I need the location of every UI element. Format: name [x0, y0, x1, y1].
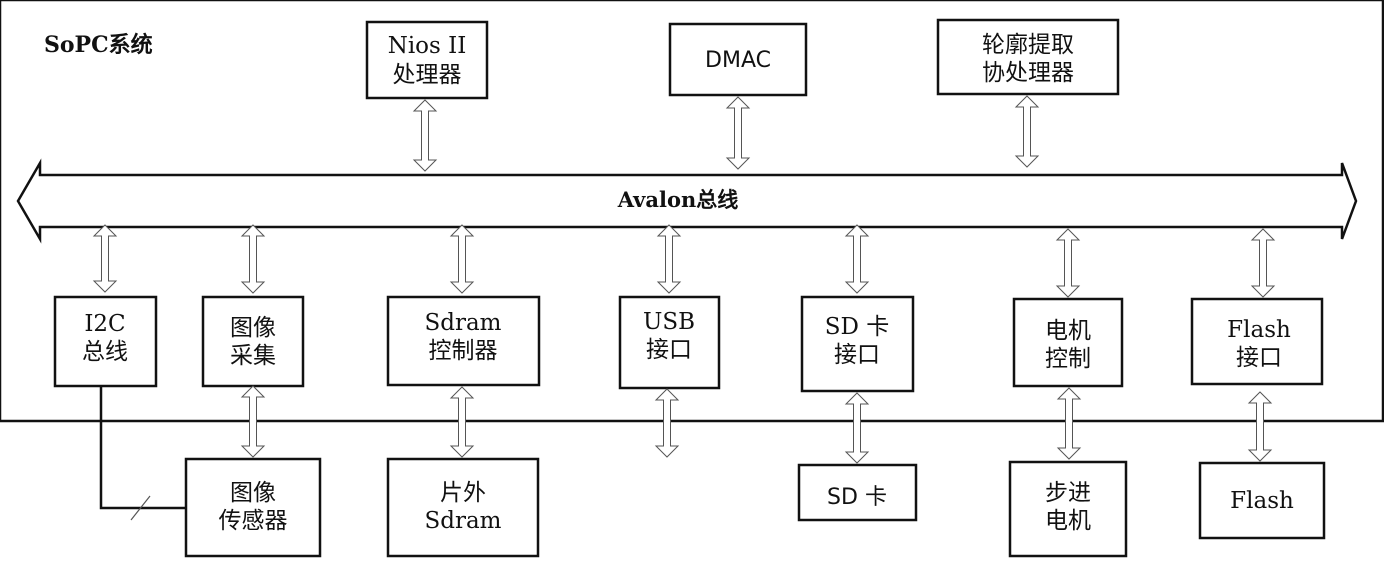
contour-line-1: 轮廓提取	[982, 32, 1074, 58]
nios-processor-block: Nios II 处理器	[365, 20, 489, 100]
arrow-bus-i2c	[92, 224, 118, 293]
arrow-bus-sd-if	[844, 224, 870, 294]
motor-control-block: 电机 控制	[1012, 297, 1124, 388]
external-sdram-block: 片外 Sdram	[386, 457, 540, 558]
dmac-block: DMAC	[668, 22, 808, 97]
sd-if-line-1: SD 卡	[825, 314, 890, 340]
arrow-bus-motor-ctrl	[1055, 228, 1081, 298]
stepper-line-2: 电机	[1045, 508, 1091, 534]
flash-if-line-1: Flash	[1227, 317, 1291, 343]
arrow-sdif-sdcard	[844, 392, 870, 464]
stepper-line-1: 步进	[1045, 480, 1091, 506]
sd-card-line-1: SD 卡	[827, 485, 887, 510]
i2c-sensor-wire	[99, 386, 186, 510]
sopc-system-boundary	[0, 0, 1384, 423]
ext-sdram-line-2: Sdram	[425, 508, 502, 534]
nios-line-1: Nios II	[388, 33, 467, 59]
arrow-capture-sensor	[240, 385, 266, 458]
arrow-dmac-bus	[725, 96, 751, 170]
arrow-usb-external	[654, 388, 680, 458]
sd-if-line-2: 接口	[834, 342, 880, 368]
i2c-wire-bus-slash	[130, 495, 151, 521]
arrow-bus-flash-if	[1250, 228, 1276, 298]
usb-interface-block: USB 接口	[618, 295, 721, 390]
arrow-flashif-flash	[1247, 391, 1273, 462]
arrow-contour-bus	[1014, 95, 1040, 168]
ext-sdram-line-1: 片外	[440, 480, 486, 506]
usb-line-1: USB	[643, 309, 695, 335]
sdram-controller-block: Sdram 控制器	[386, 295, 541, 387]
flash-line-1: Flash	[1230, 488, 1294, 514]
arrow-motorctrl-stepper	[1056, 387, 1082, 460]
arrow-bus-sdram-ctrl	[449, 224, 475, 294]
connector-arrows	[92, 95, 1276, 464]
avalon-bus-label: Avalon总线	[617, 187, 739, 212]
flash-interface-block: Flash 接口	[1190, 297, 1324, 386]
stepper-motor-block: 步进 电机	[1008, 460, 1128, 558]
nios-line-2: 处理器	[393, 62, 462, 88]
flash-if-line-2: 接口	[1236, 345, 1282, 371]
motor-ctrl-line-1: 电机	[1045, 318, 1091, 344]
i2c-line-2: 总线	[82, 339, 128, 365]
contour-line-2: 协处理器	[982, 60, 1074, 86]
sd-card-block: SD 卡	[797, 463, 918, 522]
motor-ctrl-line-2: 控制	[1045, 346, 1091, 372]
arrow-nios-bus	[412, 99, 438, 172]
usb-line-2: 接口	[646, 337, 692, 363]
sopc-system-title: SoPC系统	[44, 32, 153, 58]
i2c-line-1: I2C	[84, 311, 125, 337]
image-capture-line-2: 采集	[230, 343, 276, 369]
image-sensor-block: 图像 传感器	[184, 457, 322, 558]
arrow-bus-usb	[656, 224, 682, 294]
image-sensor-line-1: 图像	[230, 480, 276, 506]
flash-block: Flash	[1198, 461, 1326, 540]
sdram-ctrl-line-1: Sdram	[425, 310, 502, 336]
contour-coprocessor-block: 轮廓提取 协处理器	[936, 18, 1120, 96]
sd-interface-block: SD 卡 接口	[800, 295, 915, 393]
image-sensor-line-2: 传感器	[219, 508, 288, 534]
image-capture-block: 图像 采集	[201, 295, 305, 388]
arrow-sdramctrl-sdram	[449, 386, 475, 458]
arrow-bus-image-capture	[240, 224, 266, 294]
image-capture-line-1: 图像	[230, 315, 276, 341]
dmac-line-1: DMAC	[705, 48, 771, 73]
i2c-bus-block: I2C 总线	[53, 295, 158, 388]
avalon-bus	[16, 158, 1358, 244]
sdram-ctrl-line-2: 控制器	[429, 338, 498, 364]
